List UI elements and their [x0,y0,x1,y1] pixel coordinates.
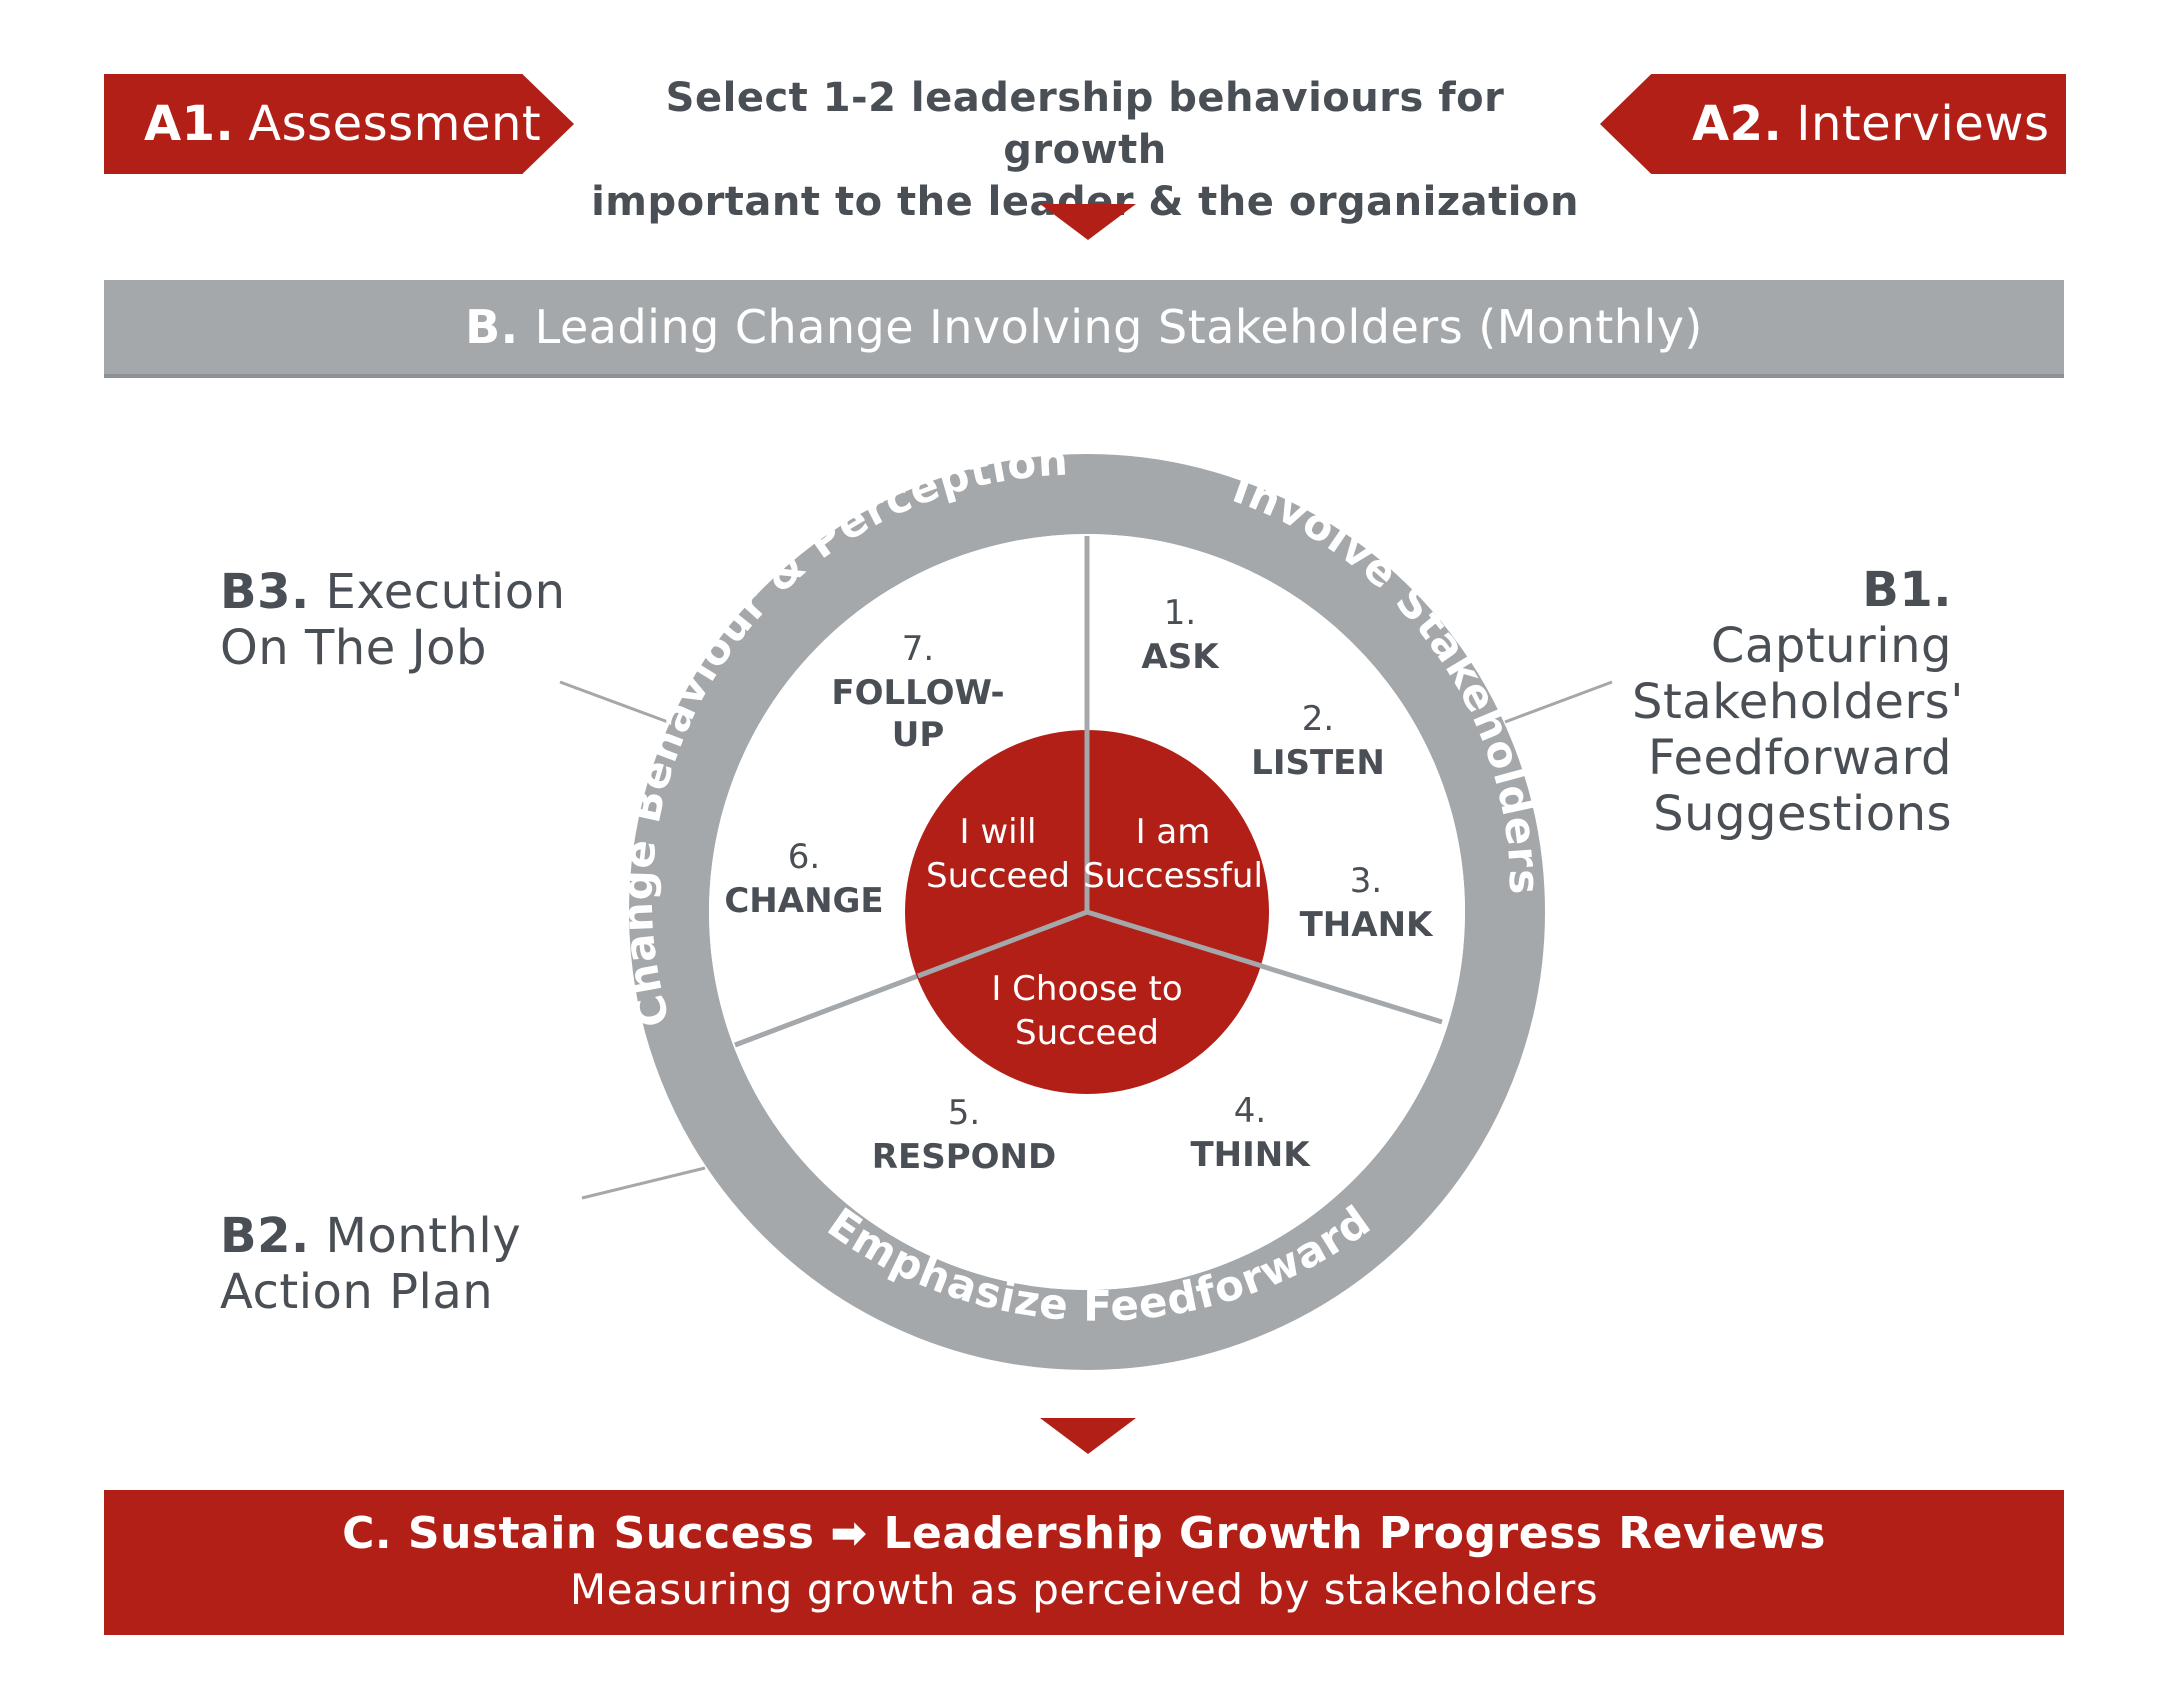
b-prefix: B. [465,300,519,354]
b-label: Leading Change Involving Stakeholders (M… [534,300,1703,354]
b1-line2: Stakeholders' [1632,674,1964,730]
core-left-line1: I will [960,812,1037,852]
a1-label: Assessment [248,96,542,152]
b1-line1: Capturing [1710,618,1952,674]
b3-line2: On The Job [220,620,487,676]
step-6-number: 6. [788,837,820,877]
step-2-label: LISTEN [1251,743,1385,783]
step-7-label-2: UP [892,715,945,755]
down-arrow-icon-2 [1040,1418,1136,1454]
core-left-line2: Succeed [926,856,1070,896]
b1-prefix: B1. [1862,562,1952,618]
a2-label: Interviews [1796,96,2050,152]
step-labels: 1. ASK 2. LISTEN 3. THANK 4. THINK 5. RE… [724,593,1434,1177]
core-bottom-line2: Succeed [1015,1013,1159,1053]
b2-connector-line [581,1166,706,1200]
step-4-label: THINK [1190,1135,1311,1175]
core-bottom-line1: I Choose to [991,969,1182,1009]
a2-prefix: A2. [1692,96,1783,152]
step-5-label: RESPOND [872,1137,1056,1177]
step-7-number: 7. [902,629,934,669]
step-5-number: 5. [948,1093,980,1133]
c-subtitle: Measuring growth as perceived by stakeho… [569,1565,1599,1614]
b1-line3: Feedforward [1647,730,1952,786]
a1-assessment-banner: A1. Assessment [104,74,574,174]
down-arrow-icon [1040,204,1136,240]
b1-capturing-label: B1. Capturing Stakeholders' Feedforward … [1632,562,1964,842]
c-title-prefix: C. Sustain Success [342,1508,815,1559]
step-7-label: FOLLOW- [831,673,1004,713]
step-6-label: CHANGE [724,881,883,921]
core-right-line2: Successful [1083,856,1263,896]
c-sustain-success-bar: C. Sustain Success ➡ Leadership Growth P… [104,1490,2064,1635]
b3-prefix: B3. [220,564,310,620]
core-divider-left [917,909,1088,979]
b2-line2: Action Plan [220,1264,494,1320]
c-title: C. Sustain Success ➡ Leadership Growth P… [104,1508,2064,1559]
b3-line1: Execution [325,564,566,620]
b2-line1: Monthly [325,1208,522,1264]
header-line-1: Select 1-2 leadership behaviours for gro… [665,75,1505,173]
b1-line4: Suggestions [1653,786,1952,842]
a1-prefix: A1. [144,96,235,152]
step-2-number: 2. [1302,699,1334,739]
c-title-suffix: Leadership Growth Progress Reviews [883,1508,1826,1559]
header-instruction: Select 1-2 leadership behaviours for gro… [590,72,1580,228]
core-divider-right [1086,909,1263,969]
b-leading-change-bar: B. Leading Change Involving Stakeholders… [104,280,2064,374]
a2-interviews-banner: A2. Interviews [1600,74,2066,174]
step-1-number: 1. [1164,593,1196,633]
right-arrow-icon: ➡ [830,1508,868,1559]
outer-ring [629,454,1545,1370]
b3-connector-line [559,680,669,724]
step-4-number: 4. [1234,1091,1266,1131]
b2-prefix: B2. [220,1208,310,1264]
step-3-label: THANK [1300,905,1434,945]
b3-execution-label: B3. Execution On The Job [220,564,566,676]
b1-connector-line [1504,680,1613,724]
core-right-line1: I am [1136,812,1211,852]
b2-action-plan-label: B2. Monthly Action Plan [220,1208,521,1320]
step-3-number: 3. [1350,861,1382,901]
step-1-label: ASK [1141,637,1220,677]
